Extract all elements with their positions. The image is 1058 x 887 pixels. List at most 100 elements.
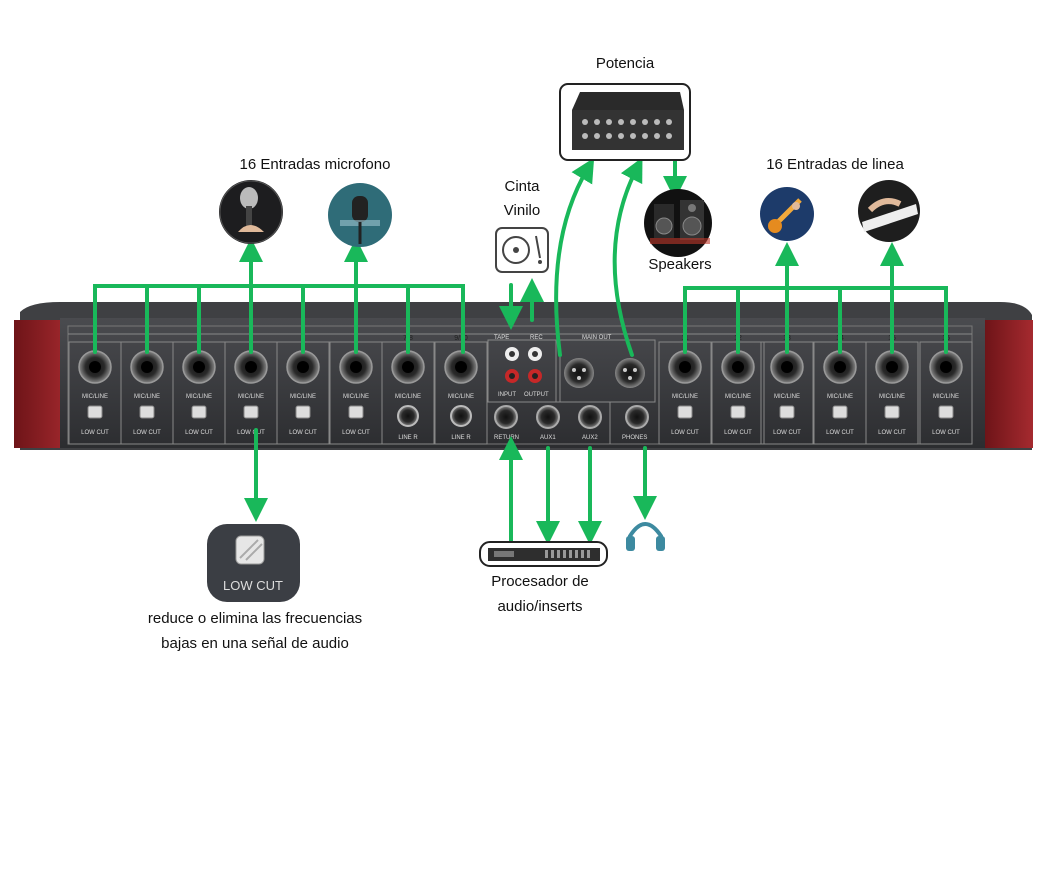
label-vinilo: Vinilo: [503, 202, 541, 219]
low-cut-label: LOW CUT: [237, 430, 265, 436]
speakers-photo: [644, 189, 712, 257]
processor-photo: [479, 541, 608, 567]
low-cut-label: LOW CUT: [878, 430, 906, 436]
arrow-main-left: [554, 157, 595, 357]
low-cut-label: LOW CUT: [342, 430, 370, 436]
label-lowcut-desc-1: reduce o elimina las frecuencias: [147, 610, 363, 627]
label-line-inputs: 16 Entradas de linea: [766, 156, 904, 173]
low-cut-switch[interactable]: [677, 405, 693, 419]
mic-line-label: MIC/LINE: [82, 394, 108, 400]
jack-center: [886, 361, 898, 373]
label-lowcut-desc-2: bajas en una señal de audio: [161, 635, 349, 652]
label-potencia: Potencia: [595, 55, 655, 72]
headphones-icon: [626, 522, 665, 551]
mic-line-label: MIC/LINE: [725, 394, 751, 400]
jack-center: [89, 361, 101, 373]
low-cut-switch[interactable]: [884, 405, 900, 419]
mic-line-label: MIC/LINE: [879, 394, 905, 400]
studio-mic-photo: [328, 183, 392, 247]
jack-center: [193, 361, 205, 373]
low-cut-switch[interactable]: [730, 405, 746, 419]
keyboard-photo: [858, 180, 920, 242]
jack-center: [350, 361, 362, 373]
low-cut-switch[interactable]: [87, 405, 103, 419]
jack-center: [455, 361, 467, 373]
connection-arrows: [93, 157, 948, 545]
line-r-jack[interactable]: [397, 405, 419, 427]
mic-line-label: MIC/LINE: [395, 394, 421, 400]
low-cut-switch[interactable]: [832, 405, 848, 419]
mic-line-label: MIC/LINE: [134, 394, 160, 400]
low-cut-label: LOW CUT: [724, 430, 752, 436]
aux2-jack: [578, 405, 602, 429]
mic-line-label: MIC/LINE: [774, 394, 800, 400]
jack-center: [245, 361, 257, 373]
label-mic-inputs: 16 Entradas microfono: [239, 156, 391, 173]
main-out-label: MAIN OUT: [582, 335, 612, 341]
low-cut-switch[interactable]: [191, 405, 207, 419]
phones-label: PHONES: [622, 435, 647, 441]
low-cut-switch[interactable]: [348, 405, 364, 419]
aux1-label: AUX1: [540, 435, 556, 441]
return-jack: [494, 405, 518, 429]
aux2-label: AUX2: [582, 435, 598, 441]
low-cut-label: LOW CUT: [932, 430, 960, 436]
label-cinta: Cinta: [504, 178, 540, 195]
low-cut-switch[interactable]: [938, 405, 954, 419]
mic-bracket: [93, 284, 465, 354]
rec-label: REC: [530, 335, 543, 341]
low-cut-label: LOW CUT: [133, 430, 161, 436]
jack-center: [732, 361, 744, 373]
line-r-jack[interactable]: [450, 405, 472, 427]
microphone-photo: [219, 180, 283, 244]
jack-center: [679, 361, 691, 373]
mic-line-label: MIC/LINE: [238, 394, 264, 400]
mic-line-label: MIC/LINE: [827, 394, 853, 400]
label-speakers: Speakers: [648, 256, 712, 273]
phones-jack: [625, 405, 649, 429]
mic-line-label: MIC/LINE: [933, 394, 959, 400]
line-bracket: [683, 286, 948, 354]
mic-line-label: MIC/LINE: [672, 394, 698, 400]
label-processor-2: audio/inserts: [497, 598, 583, 615]
jack-center: [141, 361, 153, 373]
low-cut-label: LOW CUT: [671, 430, 699, 436]
low-cut-switch[interactable]: [295, 405, 311, 419]
mic-line-label: MIC/LINE: [448, 394, 474, 400]
jack-center: [402, 361, 414, 373]
mic-line-label: MIC/LINE: [290, 394, 316, 400]
main-out-right-xlr: [615, 358, 645, 388]
right-side-cheek: [985, 320, 1033, 448]
mic-line-label: MIC/LINE: [343, 394, 369, 400]
low-cut-label: LOW CUT: [773, 430, 801, 436]
mic-line-label: MIC/LINE: [186, 394, 212, 400]
low-cut-switch[interactable]: [779, 405, 795, 419]
jack-center: [940, 361, 952, 373]
tape-label: TAPE: [494, 335, 509, 341]
low-cut-switch[interactable]: [139, 405, 155, 419]
lowcut-callout-label: LOW CUT: [223, 578, 283, 593]
arrow-main-right: [612, 157, 643, 357]
line-r-label: LINE R: [398, 435, 418, 441]
lowcut-button: LOW CUT: [207, 524, 300, 602]
return-label: RETURN: [494, 435, 519, 441]
label-processor-1: Procesador de: [491, 573, 589, 590]
jack-center: [297, 361, 309, 373]
aux1-jack: [536, 405, 560, 429]
turntable-icon: [495, 227, 549, 273]
center-section: TAPE REC INPUT OUTPUT MAIN OUT RETURN AU…: [487, 335, 656, 444]
input-label: INPUT: [498, 392, 516, 398]
low-cut-label: LOW CUT: [826, 430, 854, 436]
main-out-left-xlr: [564, 358, 594, 388]
jack-center: [781, 361, 793, 373]
low-cut-label: LOW CUT: [81, 430, 109, 436]
low-cut-label: LOW CUT: [185, 430, 213, 436]
power-amp-photo: [559, 83, 691, 161]
low-cut-switch[interactable]: [243, 405, 259, 419]
